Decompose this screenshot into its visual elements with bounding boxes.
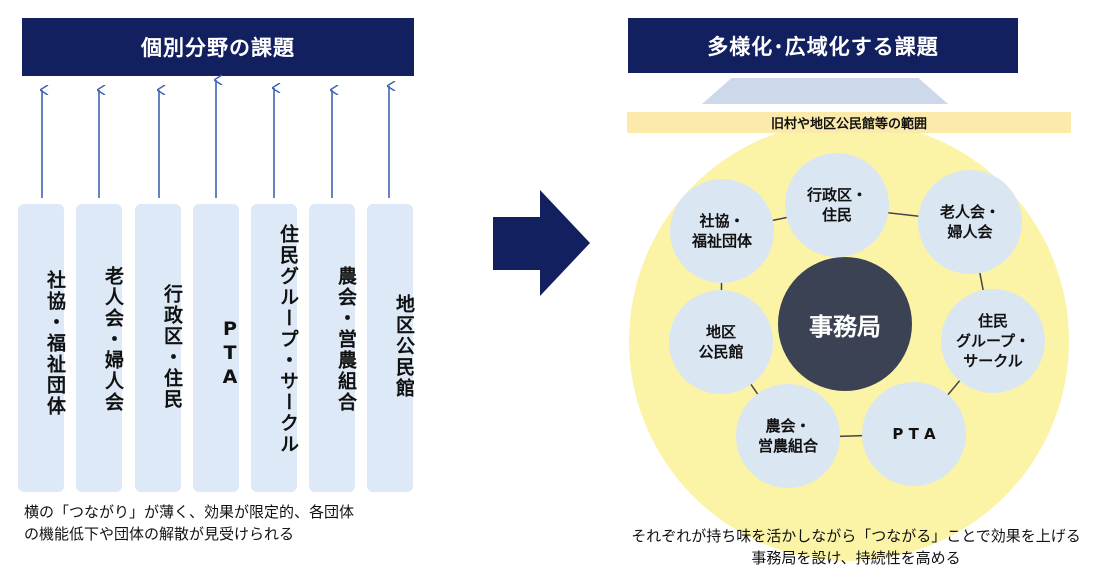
column-label: PTA xyxy=(219,318,241,390)
node-rojinkai: 老人会・ 婦人会 xyxy=(918,170,1022,274)
left-title-banner: 個別分野の課題 xyxy=(22,18,414,76)
column-label: 老人会・婦人会 xyxy=(102,266,124,413)
big-right-arrow xyxy=(493,190,590,296)
scope-label: 旧村や地区公民館等の範囲 xyxy=(627,112,1071,133)
left-note: 横の「つながり」が薄く、効果が限定的、各団体 の機能低下や団体の解散が見受けられ… xyxy=(24,501,424,545)
scope-trapezoid xyxy=(702,78,948,104)
node-text: 老人会・ xyxy=(939,203,1000,221)
node-text: サークル xyxy=(963,352,1023,370)
left-note-line-1: 横の「つながり」が薄く、効果が限定的、各団体 xyxy=(24,503,355,521)
node-text: 行政区・ xyxy=(806,186,867,204)
node-text: 福祉団体 xyxy=(691,232,752,250)
column-label: 農会・営農組合 xyxy=(335,266,357,413)
left-note-line-2: の機能低下や団体の解散が見受けられる xyxy=(24,525,295,543)
node-gyoseiku: 行政区・ 住民 xyxy=(785,153,889,257)
node-text: グループ・ xyxy=(955,332,1031,350)
node-text: 地区 xyxy=(705,323,736,341)
node-text: 住民 xyxy=(821,206,852,224)
left-title: 個別分野の課題 xyxy=(141,36,295,60)
column-label: 行政区・住民 xyxy=(161,284,183,410)
column-nokai: 農会・営農組合 xyxy=(309,204,357,492)
node-text: 社協・ xyxy=(699,212,745,230)
column-kominkan: 地区公民館 xyxy=(367,204,415,492)
node-text: 農会・ xyxy=(765,417,811,435)
right-note-line-1: それぞれが持ち味を活かしながら「つながる」ことで効果を上げる xyxy=(631,527,1081,545)
column-label: 社協・福祉団体 xyxy=(44,270,66,417)
column-label: 地区公民館 xyxy=(393,294,415,399)
node-text: P T A xyxy=(892,425,936,443)
center-text: 事務局 xyxy=(809,312,881,341)
column-rojinkai: 老人会・婦人会 xyxy=(76,204,124,492)
right-title: 多様化･広域化する課題 xyxy=(707,34,939,59)
column-pta: PTA xyxy=(193,204,241,492)
node-text: 住民 xyxy=(977,312,1008,330)
column-jumin-group: 住民グループ・サークル xyxy=(251,204,299,492)
node-pta: P T A xyxy=(862,382,966,486)
node-jumin-group: 住民 グループ・ サークル xyxy=(941,289,1045,393)
node-shakyo: 社協・ 福祉団体 xyxy=(670,179,774,283)
node-text: 婦人会 xyxy=(947,223,993,241)
node-text: 公民館 xyxy=(698,343,744,361)
column-gyoseiku: 行政区・住民 xyxy=(135,204,183,492)
node-text: 営農組合 xyxy=(757,437,818,455)
right-note: それぞれが持ち味を活かしながら「つながる」ことで効果を上げる 事務局を設け、持続… xyxy=(600,525,1112,569)
node-nokai: 農会・ 営農組合 xyxy=(736,384,840,488)
right-title-banner: 多様化･広域化する課題 xyxy=(628,18,1018,73)
right-note-line-2: 事務局を設け、持続性を高める xyxy=(751,549,961,567)
center-secretariat: 事務局 xyxy=(778,257,912,391)
column-shakyo: 社協・福祉団体 xyxy=(18,204,66,492)
node-kominkan: 地区 公民館 xyxy=(669,290,773,394)
column-label: 住民グループ・サークル xyxy=(277,224,299,455)
